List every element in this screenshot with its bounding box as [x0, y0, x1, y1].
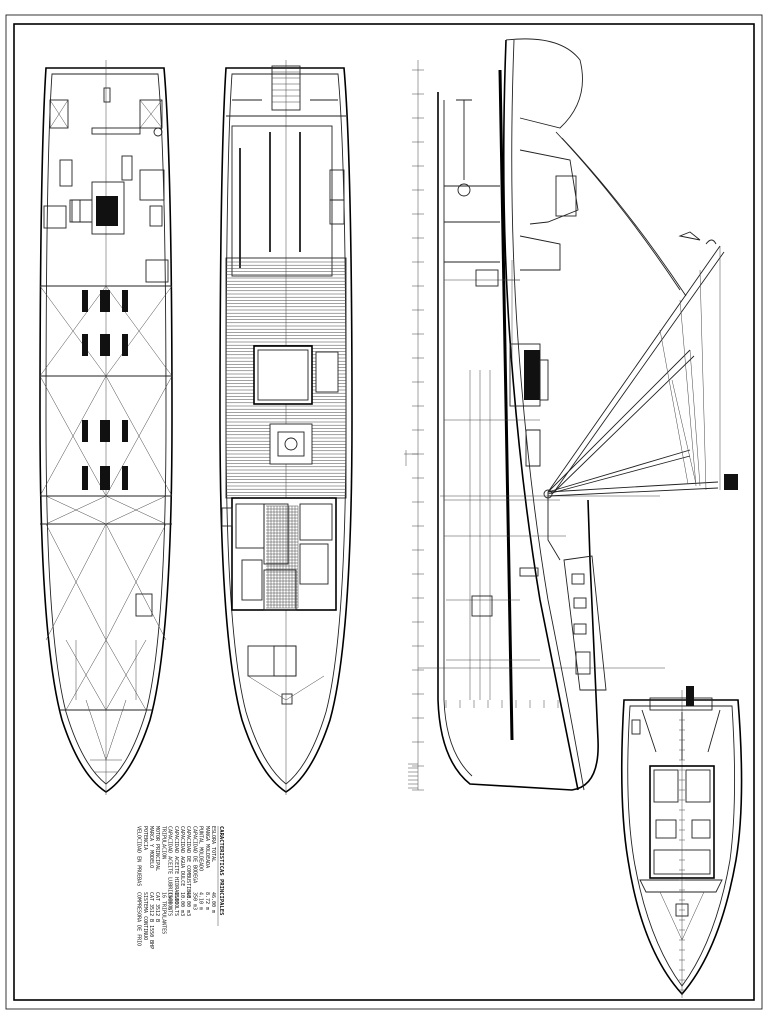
spec-value: 1500 LTS — [173, 892, 179, 916]
spec-value: 1500 LTS — [167, 892, 173, 916]
spec-value: 46.00 m — [210, 892, 216, 913]
spec-value: 16 TRIPULANTES — [160, 892, 166, 934]
spec-value: 40.00 m3 — [185, 892, 191, 916]
spec-title: CARACTERISTICAS PRINCIPALES — [218, 826, 224, 915]
spec-label: MOTOR PRINCIPAL — [154, 826, 160, 871]
inner-border — [13, 23, 755, 1001]
spec-label: CAPACIDAD DE COMBUSTIBLE — [185, 826, 191, 898]
spec-label: CAPACIDAD ACEITE HIDRAULICO — [173, 826, 179, 907]
spec-value: 10.00 m3 — [179, 892, 185, 916]
bridge-deck-plan-view — [620, 686, 743, 998]
spec-value: SISTEMA CONTINUO — [142, 892, 148, 940]
spec-label: PUNTAL MOLDEADO — [198, 826, 204, 871]
spec-label: MARCA Y MODELO — [148, 826, 154, 868]
spec-label: MANGA MOLDEADA — [204, 826, 210, 868]
main-deck-plan-view — [39, 60, 173, 795]
spec-value: 8.72 m — [204, 892, 210, 910]
spec-label: VELOCIDAD EN PRUEBAS — [136, 826, 142, 886]
spec-label: ESLORA TOTAL — [210, 826, 216, 862]
spec-value: 350 m3 — [191, 892, 197, 910]
spec-label: POTENCIA — [142, 826, 148, 850]
spec-value: CAT 3512 B 1550 BHP — [148, 892, 154, 949]
spec-label: TRIPULACION — [160, 826, 166, 859]
upper-deck-plan-view — [219, 60, 353, 795]
spec-label: CAPACIDAD DE BODEGA — [191, 826, 197, 883]
spec-table: CARACTERISTICAS PRINCIPALES ESLORA TOTAL… — [136, 826, 224, 949]
spec-value: 4.10 m — [198, 892, 204, 910]
spec-value: COMPRESORA DE FRIO — [136, 892, 142, 946]
profile-elevation-view — [404, 38, 738, 791]
spec-label: CAPACIDAD AGUA DULCE — [179, 826, 185, 886]
spec-label: CAPACIDAD ACEITE LUBRICACION — [167, 826, 173, 910]
outer-border — [5, 14, 763, 1010]
spec-value: CAT 3512 B — [154, 892, 160, 922]
